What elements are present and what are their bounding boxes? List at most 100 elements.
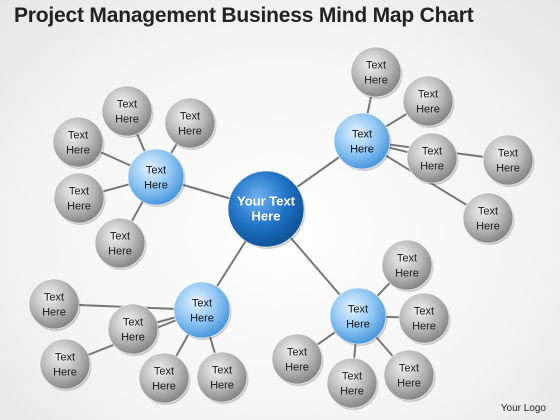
leaf-label-5-line1: Text bbox=[110, 231, 130, 243]
hub-label-3-line2: Here bbox=[190, 313, 214, 325]
leaf-label-12-line1: Text bbox=[123, 317, 143, 329]
leaf-label-4-line2: Here bbox=[67, 201, 91, 213]
leaf-label-6-line2: Here bbox=[364, 75, 388, 87]
leaf-label-15-line2: Here bbox=[210, 380, 234, 392]
page-title: Project Management Business Mind Map Cha… bbox=[14, 4, 474, 27]
logo-text: Your Logo bbox=[500, 403, 546, 414]
leaf-label-17-line2: Here bbox=[412, 321, 436, 333]
leaf-label-9-line1: Text bbox=[498, 148, 518, 160]
leaf-node-18-circle bbox=[271, 333, 323, 385]
leaf-label-7-line1: Text bbox=[418, 89, 438, 101]
leaf-label-6-line1: Text bbox=[366, 60, 386, 72]
leaf-label-2-line1: Text bbox=[180, 111, 200, 123]
leaf-label-12-line2: Here bbox=[121, 332, 145, 344]
leaf-node-9-circle bbox=[482, 134, 534, 186]
leaf-label-17-line1: Text bbox=[414, 306, 434, 318]
hub-label-2-line1: Text bbox=[352, 129, 372, 141]
hub-node-2-circle bbox=[333, 112, 391, 170]
leaf-node-5-circle bbox=[94, 217, 146, 269]
leaf-label-11-line2: Here bbox=[42, 307, 66, 319]
leaf-label-16-line2: Here bbox=[395, 268, 419, 280]
leaf-label-8-line2: Here bbox=[420, 161, 444, 173]
hub-label-1-line1: Text bbox=[146, 165, 166, 177]
hub-label-1-line2: Here bbox=[144, 180, 168, 192]
leaf-node-4-circle bbox=[53, 172, 105, 224]
leaf-label-1-line1: Text bbox=[117, 99, 137, 111]
leaf-label-10-line2: Here bbox=[476, 221, 500, 233]
leaf-node-16-circle bbox=[381, 239, 433, 291]
leaf-label-4-line1: Text bbox=[69, 186, 89, 198]
leaf-node-20-circle bbox=[383, 349, 435, 401]
leaf-node-14-circle bbox=[138, 352, 190, 404]
center-label-line1: Your Text bbox=[237, 194, 296, 209]
leaf-label-20-line2: Here bbox=[397, 378, 421, 390]
center-node-circle bbox=[227, 170, 305, 248]
leaf-node-10-circle bbox=[462, 192, 514, 244]
leaf-label-14-line1: Text bbox=[154, 366, 174, 378]
leaf-label-11-line1: Text bbox=[44, 292, 64, 304]
leaf-node-1-circle bbox=[101, 85, 153, 137]
leaf-label-14-line2: Here bbox=[152, 381, 176, 393]
leaf-node-15-circle bbox=[196, 351, 248, 403]
hub-node-1-circle bbox=[127, 148, 185, 206]
leaf-label-13-line2: Here bbox=[53, 367, 77, 379]
hub-label-3-line1: Text bbox=[192, 298, 212, 310]
leaf-label-15-line1: Text bbox=[212, 365, 232, 377]
leaf-node-19-circle bbox=[326, 357, 378, 409]
leaf-label-8-line1: Text bbox=[422, 146, 442, 158]
leaf-label-3-line1: Text bbox=[68, 130, 88, 142]
leaf-node-2-circle bbox=[164, 97, 216, 149]
leaf-label-19-line1: Text bbox=[342, 371, 362, 383]
leaf-label-9-line2: Here bbox=[496, 163, 520, 175]
leaf-label-13-line1: Text bbox=[55, 352, 75, 364]
leaf-node-6-circle bbox=[350, 46, 402, 98]
leaf-label-2-line2: Here bbox=[178, 126, 202, 138]
leaf-node-7-circle bbox=[402, 75, 454, 127]
leaf-node-17-circle bbox=[398, 292, 450, 344]
leaf-label-18-line1: Text bbox=[287, 347, 307, 359]
leaf-node-11-circle bbox=[28, 278, 80, 330]
hub-node-4-circle bbox=[329, 287, 387, 345]
leaf-node-8-circle bbox=[406, 132, 458, 184]
hub-label-2-line2: Here bbox=[350, 144, 374, 156]
leaf-label-1-line2: Here bbox=[115, 114, 139, 126]
hub-node-3-circle bbox=[173, 281, 231, 339]
hub-label-4-line1: Text bbox=[348, 304, 368, 316]
leaf-label-5-line2: Here bbox=[108, 246, 132, 258]
leaf-label-3-line2: Here bbox=[66, 145, 90, 157]
leaf-label-20-line1: Text bbox=[399, 363, 419, 375]
hub-label-4-line2: Here bbox=[346, 319, 370, 331]
leaf-label-18-line2: Here bbox=[285, 362, 309, 374]
leaf-label-19-line2: Here bbox=[340, 386, 364, 398]
leaf-label-10-line1: Text bbox=[478, 206, 498, 218]
leaf-node-13-circle bbox=[39, 338, 91, 390]
leaf-node-3-circle bbox=[52, 116, 104, 168]
center-label-line2: Here bbox=[252, 209, 281, 224]
leaf-label-16-line1: Text bbox=[397, 253, 417, 265]
